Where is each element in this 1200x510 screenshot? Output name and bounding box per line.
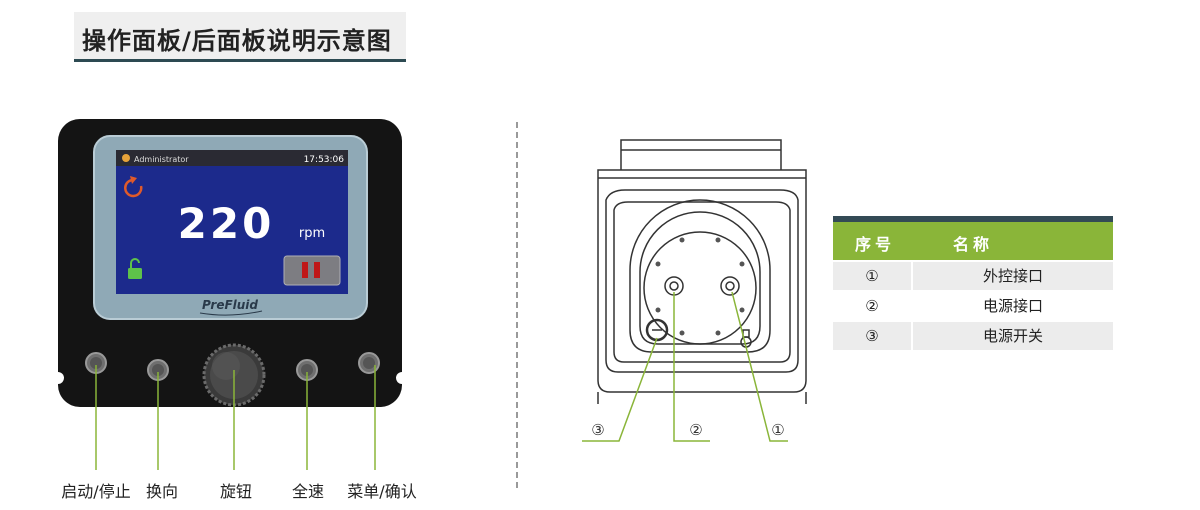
screen-time-text: 17:53:06 — [304, 155, 345, 165]
page-title: 操作面板/后面板说明示意图 — [82, 27, 392, 55]
table-header: 序号 名称 — [833, 222, 1113, 260]
lock-icon — [128, 258, 142, 279]
screen-user-text: Administrator — [134, 155, 189, 164]
speed-unit: rpm — [299, 226, 325, 241]
panel-notch — [396, 372, 402, 384]
brand-logo: PreFluid — [202, 298, 258, 312]
table-row: ③ 电源开关 — [833, 322, 1113, 350]
start-stop-button — [85, 352, 107, 374]
table-cell-no: ③ — [833, 322, 911, 350]
label-full-speed: 全速 — [291, 482, 325, 501]
label-knob: 旋钮 — [219, 482, 253, 501]
table-cell-name: 电源接口 — [982, 297, 1043, 315]
speed-value: 220 — [178, 199, 275, 248]
table-row: ② 电源接口 — [833, 292, 1113, 320]
callout-lines — [582, 291, 788, 442]
pause-icon-bar — [302, 262, 308, 278]
label-start-stop: 启动/停止 — [61, 482, 131, 501]
title-box: 操作面板/后面板说明示意图 — [74, 12, 406, 62]
user-icon — [122, 154, 130, 162]
callout-1: ① — [771, 421, 785, 439]
table-cell-no: ② — [865, 297, 879, 315]
rear-panel-illustration — [597, 139, 807, 404]
brand-swoosh — [199, 310, 263, 316]
screw-dots — [655, 237, 745, 336]
table-top-bar — [833, 216, 1113, 222]
section-divider — [516, 122, 518, 488]
table-cell-name: 电源开关 — [913, 322, 1113, 350]
pause-icon-bar — [314, 262, 320, 278]
table-cell-no: ① — [833, 262, 911, 290]
screen-status-bar — [116, 150, 348, 166]
panel-notch — [58, 372, 64, 384]
label-direction: 换向 — [145, 482, 179, 501]
label-menu-confirm: 菜单/确认 — [347, 482, 417, 501]
screen-stop-button — [283, 255, 341, 286]
table-cell-name: 外控接口 — [913, 262, 1113, 290]
leader-lines — [95, 365, 376, 470]
table-row: ① 外控接口 — [833, 262, 1113, 290]
callout-2: ② — [689, 421, 703, 439]
menu-confirm-button — [358, 352, 380, 374]
callout-3: ③ — [591, 421, 605, 439]
full-speed-button — [296, 359, 318, 381]
table-header-name: 名称 — [953, 235, 994, 254]
direction-icon — [124, 176, 143, 198]
table-header-no: 序号 — [855, 235, 896, 254]
